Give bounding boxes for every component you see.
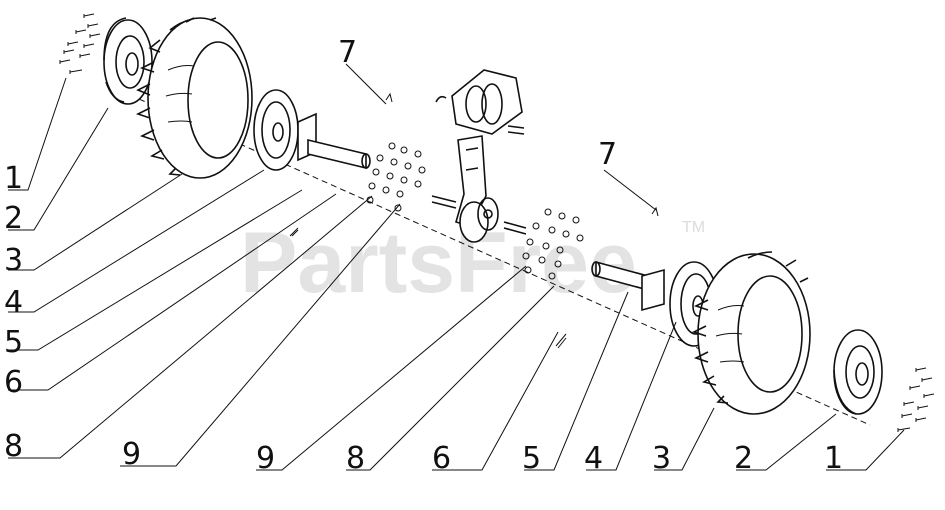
pin-left	[385, 92, 393, 103]
callout-6-left: 6	[4, 365, 23, 400]
callout-9-left: 9	[122, 437, 141, 472]
callout-4-left: 4	[4, 285, 23, 320]
bolt-set-right	[897, 367, 935, 432]
hub-disk-left	[253, 89, 299, 171]
callout-1-right: 1	[824, 441, 843, 476]
callout-9-right: 9	[256, 441, 275, 476]
bolt-set-left	[59, 13, 101, 74]
callouts-left-column: 1 2 3 4 5 6 8 9 7	[4, 35, 357, 472]
rim-left	[103, 17, 153, 105]
callout-5-left: 5	[4, 325, 23, 360]
callout-1-left: 1	[4, 161, 23, 196]
callout-7-right: 7	[598, 137, 617, 172]
key-left	[289, 227, 299, 237]
watermark: PartsFree TM	[240, 215, 705, 311]
callout-8-right: 8	[346, 441, 365, 476]
tire-left	[135, 17, 253, 179]
nut-cluster-left	[366, 142, 426, 212]
pin-right	[651, 206, 659, 217]
leader-lines-right	[256, 169, 905, 471]
callout-8-left: 8	[4, 429, 23, 464]
callout-3-right: 3	[652, 441, 671, 476]
leader-lines-left	[8, 63, 401, 467]
callout-5-right: 5	[522, 441, 541, 476]
nut-cluster-right	[522, 208, 584, 280]
callout-6-right: 6	[432, 441, 451, 476]
callouts-bottom-row: 9 8 6 5 4 3 2 1 7	[256, 137, 843, 476]
key-right	[555, 333, 567, 349]
watermark-text: PartsFree	[240, 215, 637, 311]
gearbox	[431, 69, 527, 243]
callout-4-right: 4	[584, 441, 603, 476]
callout-2-left: 2	[4, 201, 23, 236]
tire-right	[691, 251, 811, 415]
callout-2-right: 2	[734, 441, 753, 476]
axle-right	[591, 260, 665, 312]
callout-7-left: 7	[338, 35, 357, 70]
watermark-trademark: TM	[682, 219, 705, 236]
axle-left	[297, 112, 371, 170]
rim-right	[833, 329, 883, 415]
callout-3-left: 3	[4, 243, 23, 278]
